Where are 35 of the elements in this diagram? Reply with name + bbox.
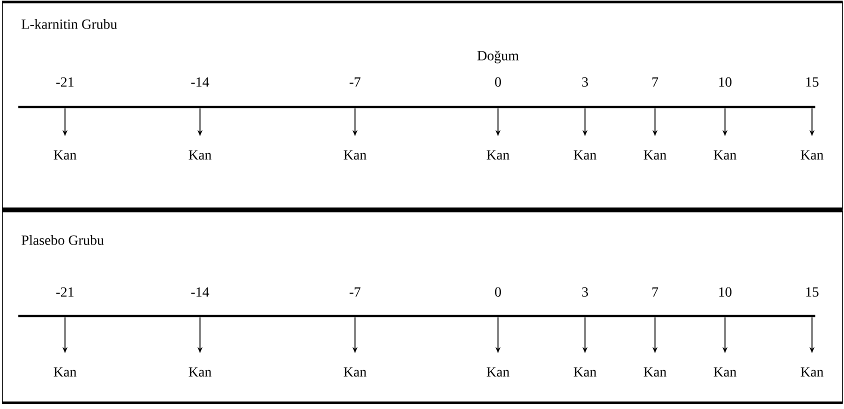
day-label: -7 xyxy=(350,287,360,297)
day-label: -14 xyxy=(191,77,210,87)
day-label: -21 xyxy=(56,77,74,87)
sample-label: Kan xyxy=(54,367,76,377)
sample-label: Kan xyxy=(54,150,76,160)
sample-label: Kan xyxy=(714,367,736,377)
day-label: -21 xyxy=(56,287,74,297)
day-label: 3 xyxy=(582,287,588,297)
sample-label: Kan xyxy=(644,150,666,160)
day-label: 7 xyxy=(652,77,658,87)
day-label: 15 xyxy=(806,77,818,87)
sample-label: Kan xyxy=(574,150,596,160)
sample-label: Kan xyxy=(574,367,596,377)
timeline-line xyxy=(18,106,816,108)
day-label: 7 xyxy=(652,287,658,297)
day-label: 3 xyxy=(582,77,588,87)
day-label: 10 xyxy=(719,287,732,297)
event-label: Doğum xyxy=(477,50,519,64)
sample-label: Kan xyxy=(644,367,666,377)
day-label: -7 xyxy=(350,77,360,87)
sample-label: Kan xyxy=(344,367,366,377)
sample-label: Kan xyxy=(800,150,824,160)
day-label: 0 xyxy=(495,287,501,297)
day-label: 10 xyxy=(719,77,732,87)
sample-label: Kan xyxy=(486,150,510,160)
sample-label: Kan xyxy=(714,150,736,160)
sample-label: Kan xyxy=(800,367,824,377)
sample-label: Kan xyxy=(486,367,510,377)
day-label: 0 xyxy=(495,77,501,87)
timeline-line xyxy=(18,314,816,318)
day-label: -14 xyxy=(191,287,210,297)
day-label: 15 xyxy=(806,287,818,297)
sample-label: Kan xyxy=(344,150,366,160)
sample-label: Kan xyxy=(188,367,212,377)
sample-label: Kan xyxy=(188,150,212,160)
